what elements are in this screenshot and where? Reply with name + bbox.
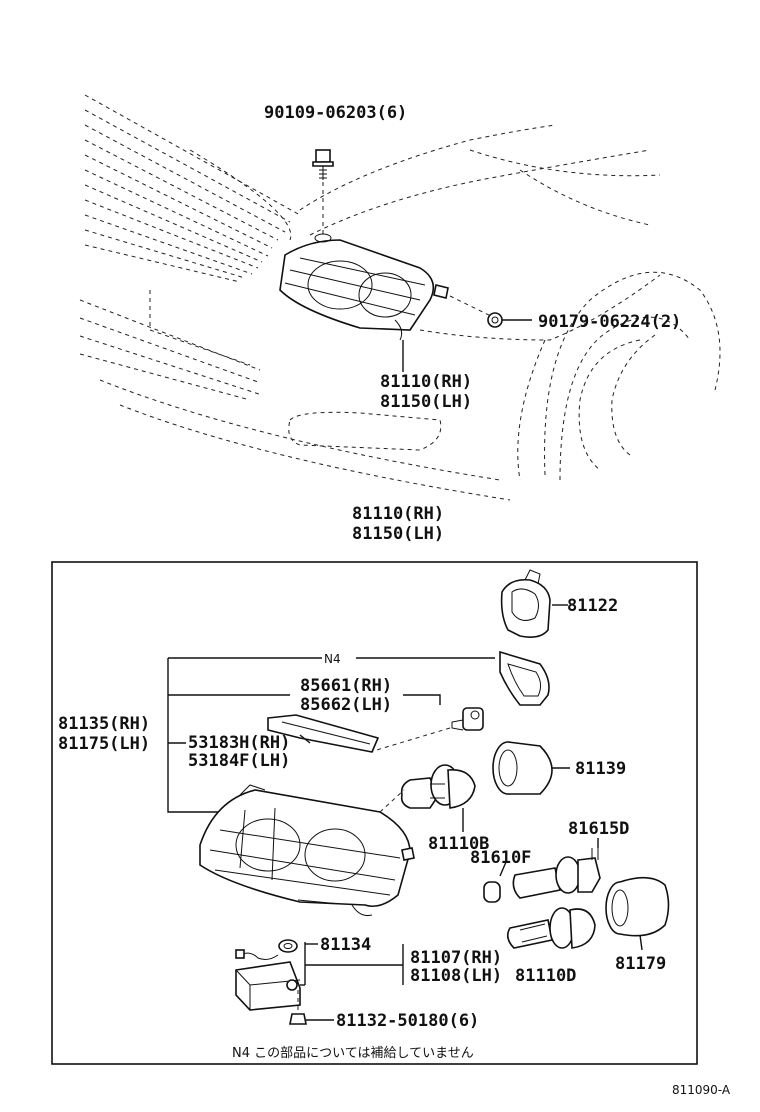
socket-d-part-number: 81615D [568,819,629,839]
n4-marker: N4 [324,652,341,666]
headlamp-unit-part [199,784,415,916]
figure-code: 811090-A [672,1083,731,1097]
bulb-b-part-number: 81110B [428,834,489,854]
grouping-brackets [167,657,495,986]
bulb-d-part-number: 81110D [515,966,576,986]
molding-part-number-rh: 53183H(RH) [188,733,290,753]
hood-lines [299,124,721,481]
bolt-part-number: 90109-06203(6) [264,103,407,123]
small-bulb-part [369,707,484,753]
supply-footnote: N4 この部品については補給していません [232,1046,474,1061]
gasket-part-number: 81134 [320,935,371,955]
cap-part [605,876,670,951]
clip-part-number: 90179-06224(2) [538,312,681,332]
bulb-d-part [506,907,596,949]
assembly-title-rh: 81110(RH) [352,504,444,524]
exploded-view-frame [51,561,698,1065]
socket-part-number: 81139 [575,759,626,779]
small-bulb-f-part [483,861,507,903]
small-bulb-part-number-lh: 85662(LH) [300,695,392,715]
bracket-part [499,650,550,706]
socket-d-part [512,838,601,899]
bulb-b-part [400,764,476,832]
molding-part-number-lh: 53184F(LH) [188,751,290,771]
headlamp-part-number-lh: 81150(LH) [380,392,472,412]
clip-nut-icon [487,312,503,328]
unit-part-number-rh: 81135(RH) [58,714,150,734]
bolt-icon [312,149,334,243]
ballast-part [235,949,301,1012]
assembly-title-lh: 81150(LH) [352,524,444,544]
cap-part-number: 81179 [615,954,666,974]
nut-part-number: 81132-50180(6) [336,1011,479,1031]
bulb-f-part-number: 81610F [470,848,531,868]
socket-part [492,741,570,795]
lamp-screw-icon [433,284,496,319]
ballast-part-number-lh: 81108(LH) [410,966,502,986]
cover-part-number: 81122 [567,596,618,616]
gasket-part [278,939,298,953]
grille-lines [84,94,301,283]
small-bulb-part-number-rh: 85661(RH) [300,676,392,696]
installed-headlamp [279,239,435,341]
headlamp-part-number-rh: 81110(RH) [380,372,472,392]
bumper-lines [79,290,511,501]
unit-part-number-lh: 81175(LH) [58,734,150,754]
molding-part [267,714,380,753]
ballast-part-number-rh: 81107(RH) [410,948,502,968]
vehicle-front-view [79,94,721,501]
cover-part [500,569,568,638]
nut-icon [289,1013,334,1025]
